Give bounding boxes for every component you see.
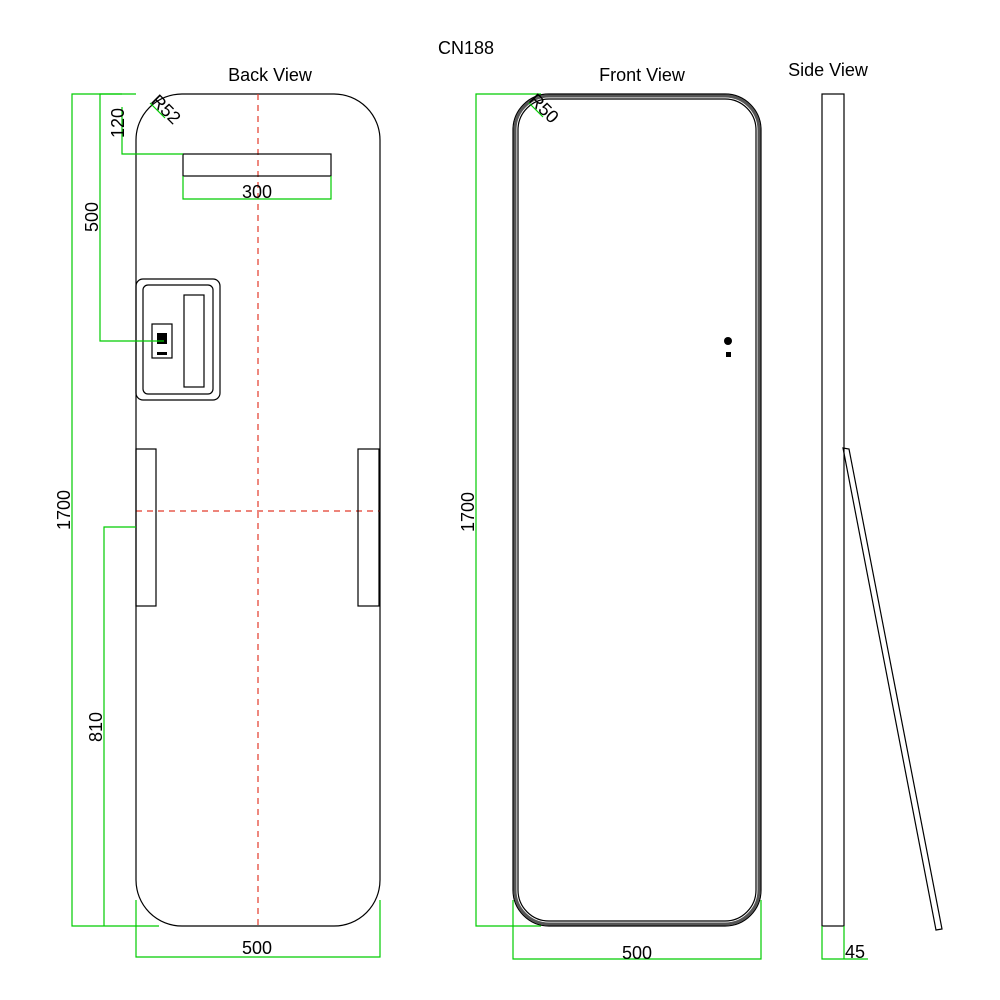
front-height-1700-dimension-line	[475, 93, 541, 927]
height-810-dimension-line	[103, 526, 136, 926]
junction-box-inner	[142, 284, 214, 395]
offset-120-dimension-line	[121, 107, 183, 155]
junction-box-outer	[135, 278, 221, 401]
front-width-500-dimension-line	[512, 900, 762, 960]
width-300-dimension-line	[182, 176, 332, 200]
front-frame-band	[513, 94, 761, 926]
width-500-dimension-line	[135, 900, 381, 958]
front-width-label: 500	[622, 943, 652, 963]
radius-r50-leader	[528, 102, 544, 118]
connector-bar	[157, 352, 167, 355]
touch-sensor-bar	[726, 352, 731, 357]
side-mirror-profile	[821, 93, 845, 927]
front-frame-outer	[512, 93, 762, 927]
side-depth-45-dimension-line	[821, 926, 868, 960]
back-radius-label: R52	[147, 91, 184, 128]
back-view-label: Back View	[228, 65, 313, 85]
left-bracket	[135, 448, 157, 607]
side-view-label: Side View	[788, 60, 869, 80]
right-bracket	[357, 448, 380, 607]
front-height-label: 1700	[458, 492, 478, 532]
switch-offset-label: 120	[108, 108, 128, 138]
touch-sensor-dot	[724, 337, 732, 345]
driver-slot	[183, 294, 205, 388]
back-height-label: 1700	[54, 490, 74, 530]
radius-r52-leader	[149, 102, 166, 119]
model-code: CN188	[438, 38, 494, 58]
hook-height-label: 810	[86, 712, 106, 742]
switch-width-label: 300	[242, 182, 272, 202]
back-view: R52 120 300 500 1700 810 500	[54, 91, 381, 958]
offset-500-dimension-line	[99, 93, 164, 342]
side-view: 45	[821, 93, 943, 962]
back-width-label: 500	[242, 938, 272, 958]
touch-switch-strip	[182, 153, 332, 177]
front-view-label: Front View	[599, 65, 686, 85]
side-depth-label: 45	[845, 942, 865, 962]
connector-terminal	[157, 333, 167, 344]
side-stand-leg	[842, 447, 943, 931]
box-offset-label: 500	[82, 202, 102, 232]
front-mirror-glass	[517, 98, 757, 922]
front-view: R50 1700 500	[458, 90, 762, 963]
